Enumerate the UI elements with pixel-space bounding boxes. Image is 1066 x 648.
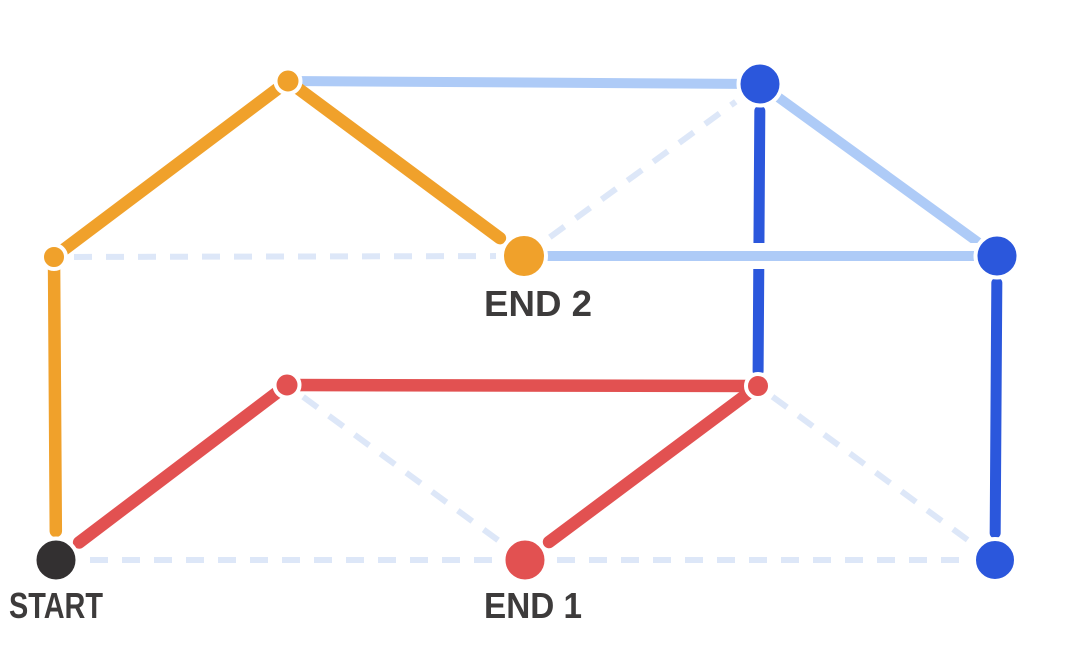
label-start: START	[9, 585, 103, 626]
edge-blue-top-blue-right	[755, 79, 1002, 261]
edge-red-right-blue-bottom	[770, 394, 973, 545]
label-end1: END 1	[484, 585, 582, 626]
edge-blue-top-red-right	[752, 105, 766, 377]
node-blue-top	[736, 60, 784, 108]
edge-orange-apex-end2	[281, 74, 507, 245]
edge-red-left-end1	[301, 394, 501, 544]
edge-orange-apex-blue-top	[283, 76, 765, 89]
node-start	[32, 536, 80, 584]
edge-start-orange-left	[47, 250, 63, 538]
node-end1	[501, 536, 549, 584]
label-end2: END 2	[484, 283, 592, 324]
edge-end2-blue-top	[548, 99, 738, 240]
node-end2	[500, 232, 548, 280]
node-red-right	[744, 372, 772, 400]
node-orange-left	[40, 243, 68, 271]
node-orange-apex	[273, 66, 303, 96]
edge-start-red-left	[72, 378, 294, 549]
edge-blue-right-blue-bottom	[989, 277, 1003, 539]
node-blue-bottom	[972, 537, 1018, 583]
node-blue-right	[973, 232, 1021, 280]
edge-red-left-red-right	[280, 378, 765, 393]
node-red-left	[272, 370, 302, 400]
edge-orange-left-orange-apex	[47, 74, 295, 264]
edge-red-right-end1	[542, 379, 765, 549]
edge-orange-left-end2	[73, 253, 497, 260]
